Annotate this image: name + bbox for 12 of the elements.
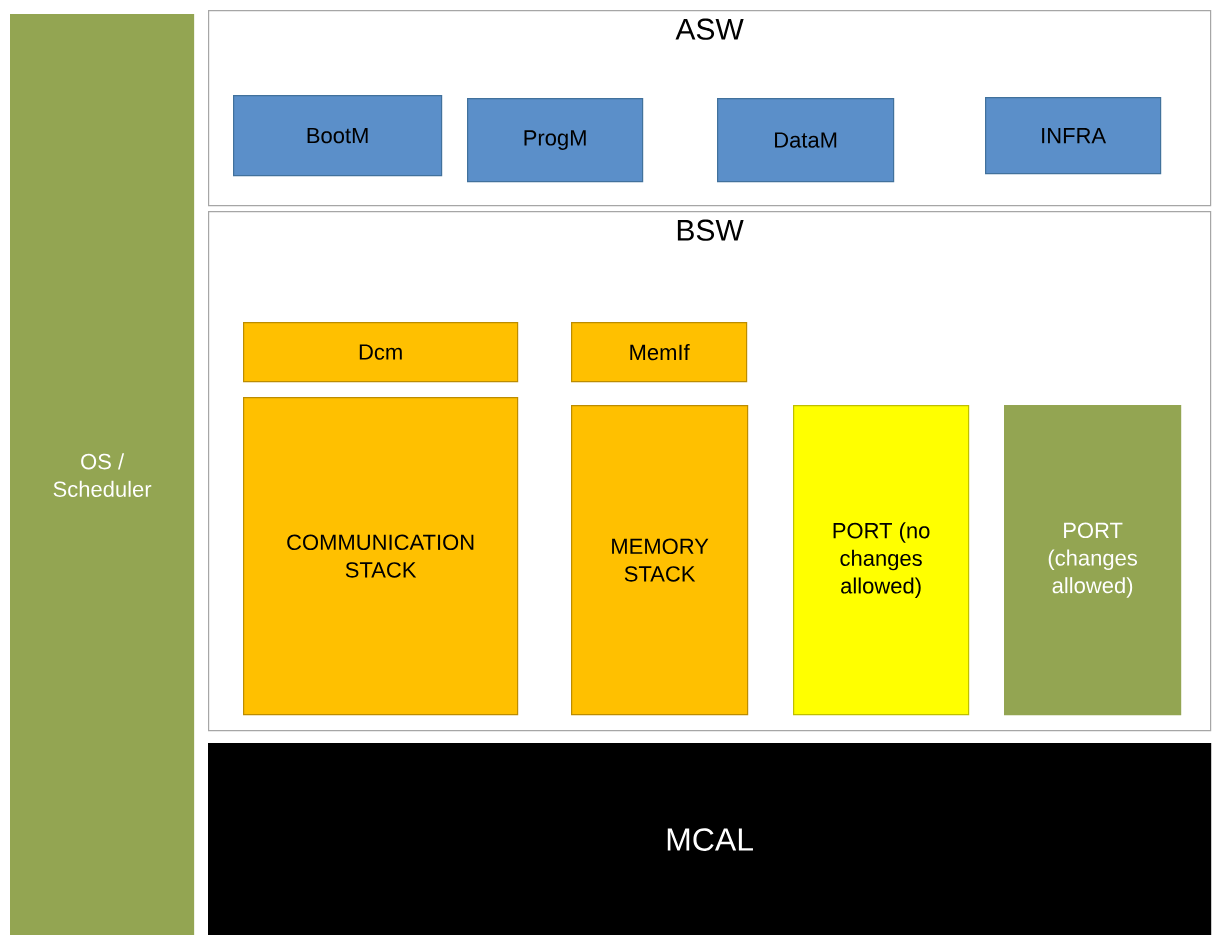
module-box: Dcm bbox=[243, 322, 519, 383]
module-box: INFRA bbox=[985, 97, 1162, 175]
module-box: MemIf bbox=[571, 322, 748, 383]
port-box: PORT (no changes allowed) bbox=[793, 405, 970, 716]
stack-box: COMMUNICATION STACK bbox=[243, 397, 519, 716]
side-panel: OS / Scheduler bbox=[10, 14, 195, 935]
port-box: PORT (changes allowed) bbox=[1004, 405, 1182, 716]
layer-box: MCAL bbox=[208, 743, 1212, 935]
module-box: BootM bbox=[233, 95, 443, 177]
module-box: ProgM bbox=[467, 98, 644, 183]
stack-box: MEMORY STACK bbox=[571, 405, 749, 716]
module-box: DataM bbox=[717, 98, 895, 183]
